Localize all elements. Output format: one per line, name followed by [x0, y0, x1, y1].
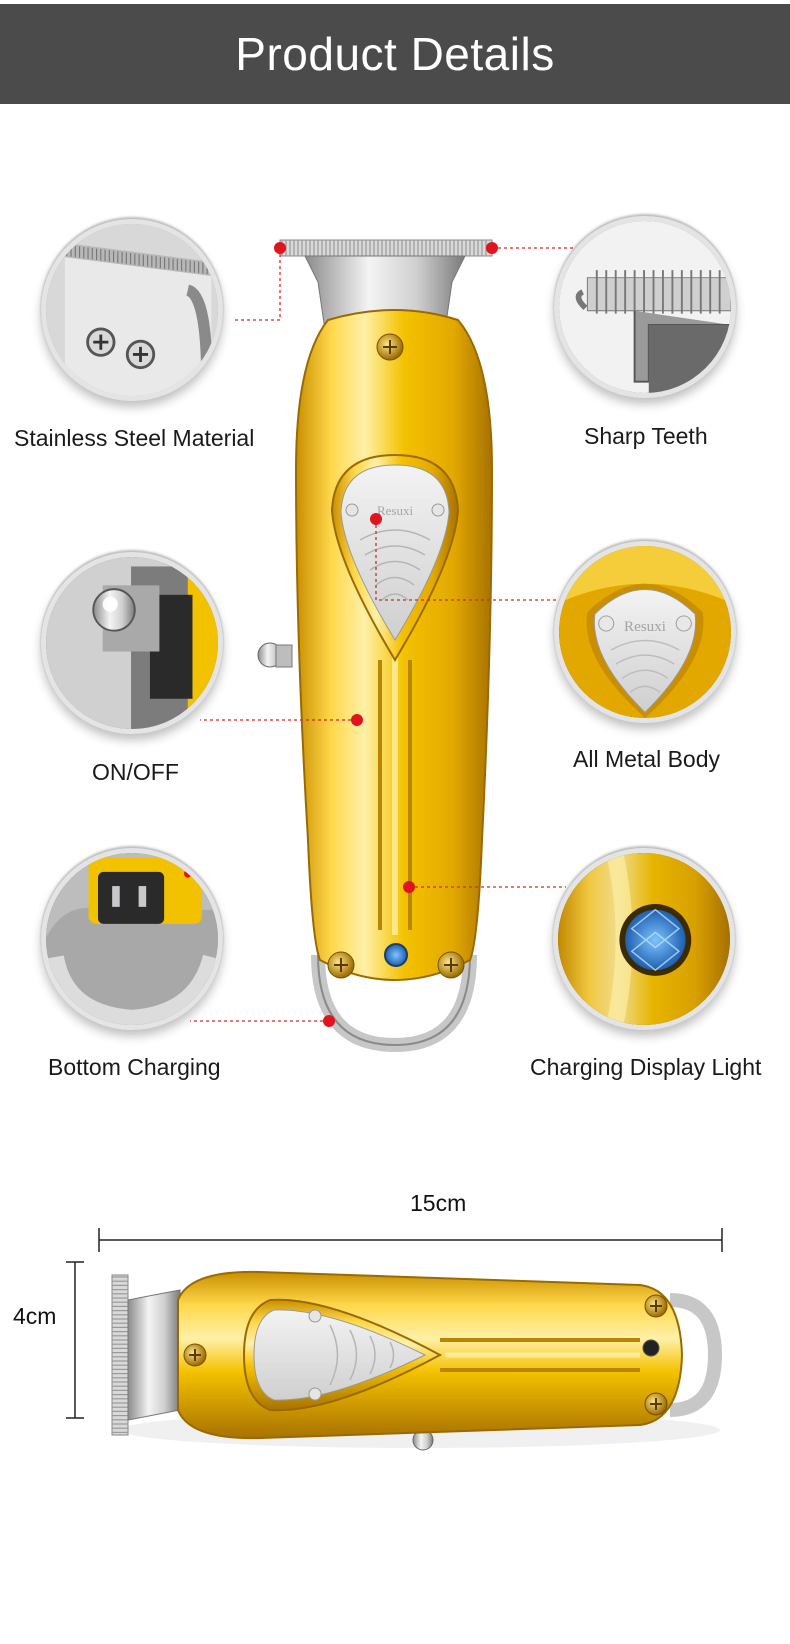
callout-dots [274, 242, 498, 1027]
clipper-horizontal [111, 1270, 723, 1451]
dimension-height-label: 4cm [13, 1303, 57, 1329]
teeth-closeup-icon [554, 216, 736, 398]
power-switch-icon [41, 552, 223, 734]
blade-closeup-icon [41, 219, 223, 401]
brand-mark-closeup: Resuxi [624, 619, 666, 635]
indicator-light [384, 943, 408, 967]
blade-teeth [279, 239, 493, 257]
indicator-light-icon [553, 848, 735, 1030]
feature-label-metal-body: All Metal Body [573, 746, 721, 772]
brand-mark: Resuxi [377, 503, 414, 518]
feature-label-teeth: Sharp Teeth [584, 423, 708, 449]
screw [376, 333, 404, 361]
dimension-lines [66, 1228, 723, 1419]
clipper-vertical: Resuxi [257, 239, 494, 1053]
dimension-length-label: 15cm [410, 1190, 467, 1216]
screw [437, 951, 465, 979]
logo-plate [340, 464, 450, 641]
feature-label-bottom-charging: Bottom Charging [48, 1054, 221, 1080]
logo-plate-icon: Resuxi [554, 541, 736, 723]
feature-label-onoff: ON/OFF [92, 759, 179, 785]
feature-label-display-light: Charging Display Light [530, 1054, 762, 1080]
feature-label-stainless: Stainless Steel Material [14, 425, 255, 451]
screw [327, 951, 355, 979]
charging-port-icon [41, 848, 223, 1030]
header-bar: Product Details [0, 4, 790, 104]
page-title: Product Details [235, 28, 555, 80]
